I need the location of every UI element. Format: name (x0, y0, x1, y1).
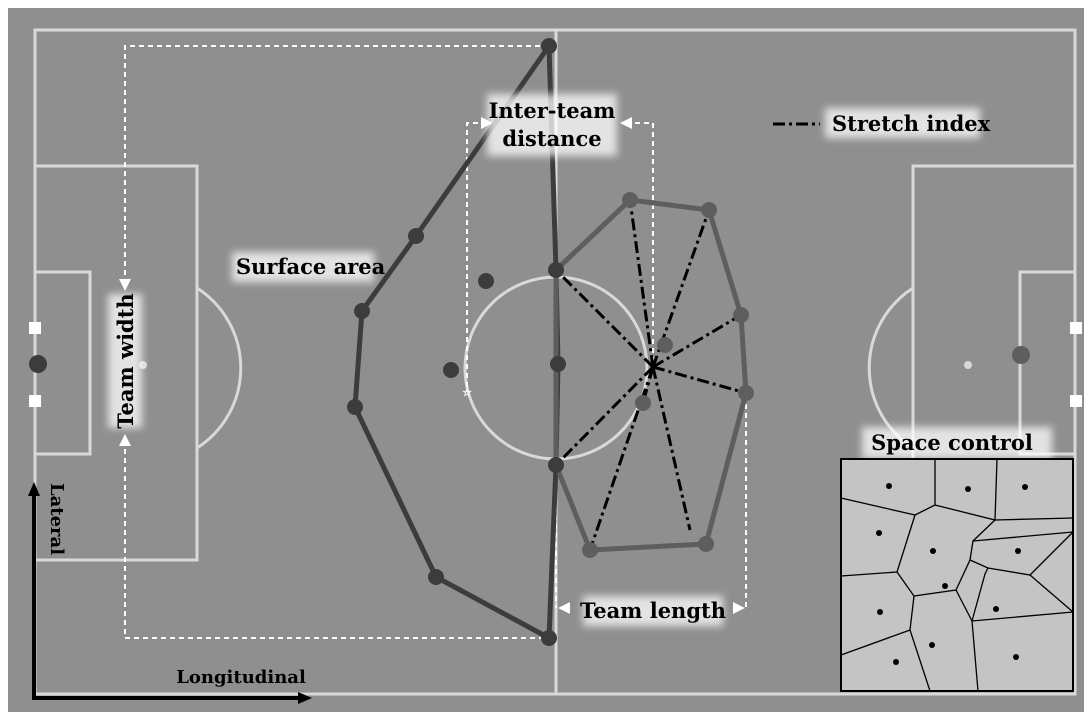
team-width-arrow-down (119, 279, 131, 291)
svg-text:Surface area: Surface area (236, 254, 386, 279)
team-width-guide-top (124, 45, 549, 285)
team-b-player (622, 192, 638, 208)
voronoi-players (876, 483, 1028, 665)
team-b-players (582, 192, 1030, 558)
right-goalpost-top (1070, 322, 1082, 334)
label-inter-team-distance: Inter-team distance (487, 94, 617, 156)
team-a-player (541, 38, 557, 54)
svg-text:Team length: Team length (580, 598, 726, 623)
voronoi-player-dot (876, 530, 882, 536)
right-goalpost-bottom (1070, 395, 1082, 407)
voronoi-player-dot (1013, 654, 1019, 660)
inter-team-guide-right (626, 122, 654, 365)
team-b-player (701, 202, 717, 218)
team-width-arrow-up (119, 434, 131, 446)
team-a-players (29, 38, 566, 646)
left-goalpost-bottom (29, 395, 41, 407)
svg-text:Longitudinal: Longitudinal (176, 667, 306, 688)
team-b-player (733, 307, 749, 323)
team-length-arrow-right (733, 602, 745, 614)
team-a-player (408, 228, 424, 244)
voronoi-player-dot (877, 609, 883, 615)
team-width-guide-bottom (124, 440, 549, 639)
svg-text:Stretch index: Stretch index (832, 111, 991, 136)
svg-text:Team width: Team width (113, 293, 138, 428)
team-b-player (635, 395, 651, 411)
longitudinal-arrow-icon (298, 692, 312, 704)
team-a-player (354, 303, 370, 319)
svg-text:Inter-team: Inter-team (489, 98, 616, 123)
svg-text:distance: distance (502, 126, 601, 151)
stretch-spoke (628, 199, 655, 368)
voronoi-player-dot (893, 659, 899, 665)
team-b-player (698, 536, 714, 552)
label-stretch-index: Stretch index (773, 108, 991, 138)
voronoi-player-dot (930, 548, 936, 554)
voronoi-cells (840, 458, 1074, 692)
voronoi-player-dot (886, 483, 892, 489)
team-a-player (548, 262, 564, 278)
team-a-player (478, 273, 494, 289)
label-team-length: Team length (580, 596, 726, 626)
team-a-player (548, 457, 564, 473)
stretch-spoke (652, 365, 747, 395)
team-b-player (582, 542, 598, 558)
inter-team-guide-left (466, 122, 487, 392)
voronoi-player-dot (1022, 484, 1028, 490)
team-a-goalkeeper (29, 355, 47, 373)
voronoi-player-dot (993, 606, 999, 612)
team-b-player (657, 337, 673, 353)
voronoi-player-dot (942, 583, 948, 589)
voronoi-player-dot (1015, 548, 1021, 554)
team-a-centroid-star-icon: ☆ (462, 386, 472, 399)
svg-text:Lateral: Lateral (46, 483, 67, 555)
axes: Lateral Longitudinal (28, 482, 312, 704)
label-team-width: Team width (108, 293, 142, 429)
team-a-player (550, 356, 566, 372)
team-b-player (738, 385, 754, 401)
stretch-spoke (652, 313, 742, 369)
lateral-arrow-icon (28, 482, 40, 496)
left-penalty-arc (196, 286, 243, 450)
team-b-goalkeeper (1012, 346, 1030, 364)
svg-text:Space control: Space control (871, 430, 1033, 455)
voronoi-player-dot (965, 486, 971, 492)
label-surface-area: Surface area (232, 252, 386, 282)
left-goalpost-top (29, 322, 41, 334)
team-a-player (347, 399, 363, 415)
team-a-player (443, 362, 459, 378)
space-control-inset: Space control (840, 427, 1074, 692)
team-length-arrow-left (558, 602, 570, 614)
right-penalty-spot (964, 361, 972, 369)
voronoi-player-dot (929, 642, 935, 648)
team-a-player (541, 630, 557, 646)
team-a-player (428, 569, 444, 585)
stretch-spoke (651, 366, 692, 531)
voronoi-panel (840, 458, 1074, 692)
inter-team-arrow-right (620, 117, 632, 129)
guide-arrowheads (119, 117, 745, 614)
